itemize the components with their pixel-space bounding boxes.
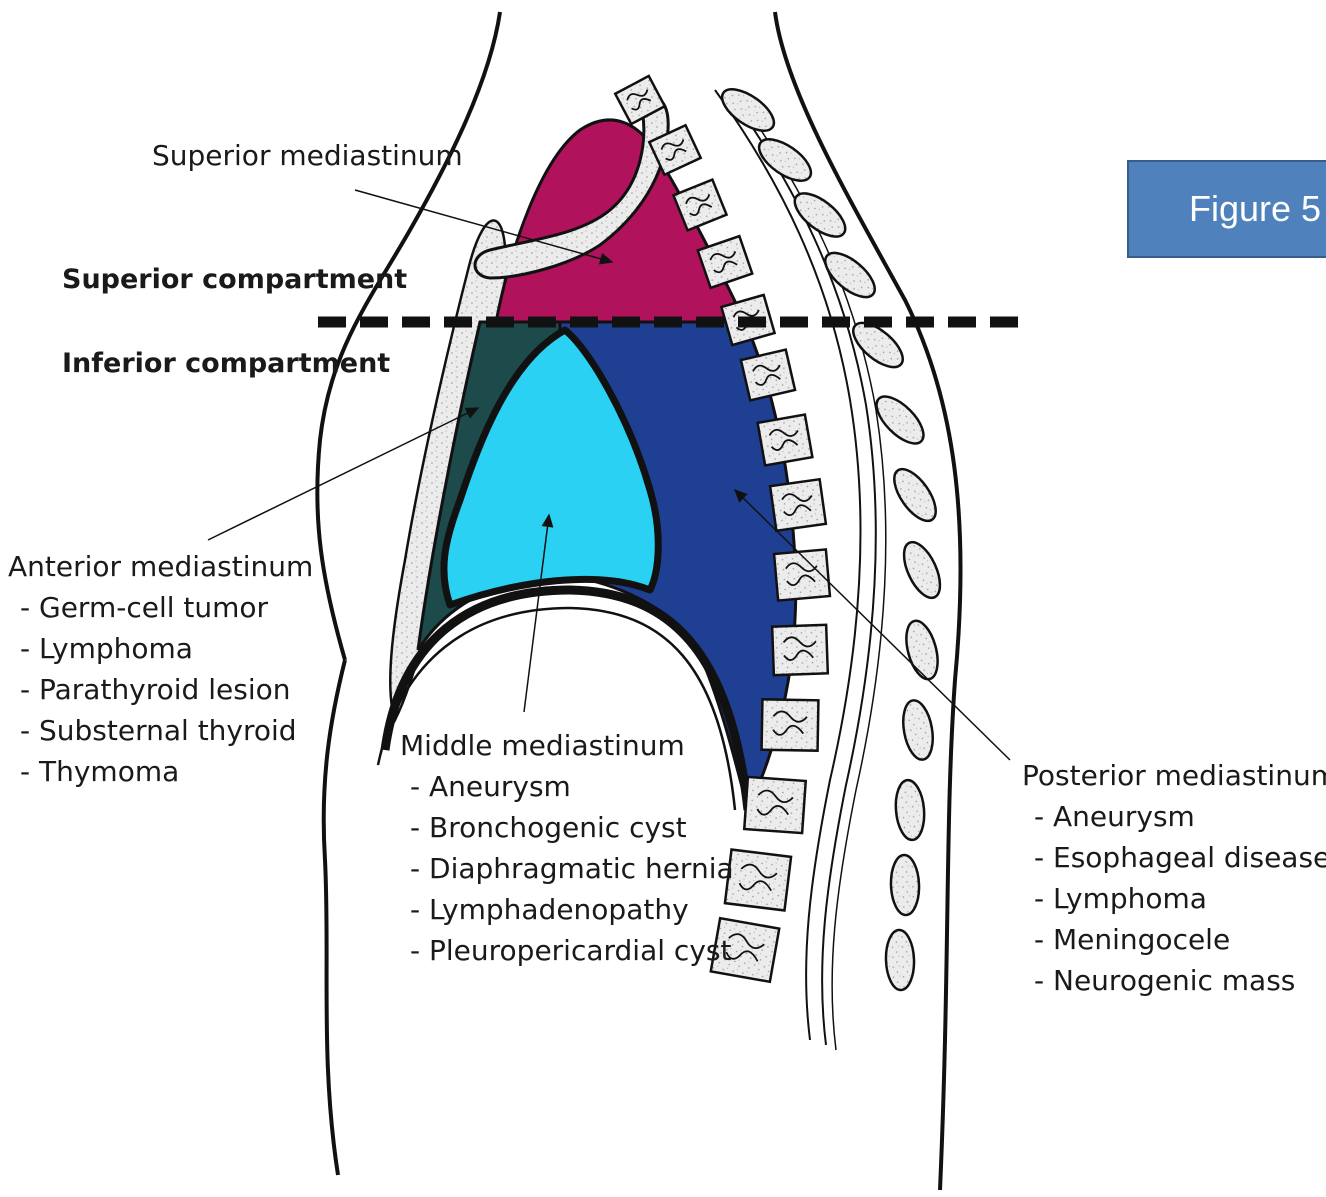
middle-list-item: - Aneurysm	[410, 770, 571, 803]
posterior-mediastinum-list: Posterior mediastinum - Aneurysm - Esophag…	[1022, 759, 1326, 997]
superior-compartment-label: Superior compartment	[62, 264, 407, 295]
figure-tag: Figure 5	[1127, 160, 1326, 258]
middle-mediastinum-title: Middle mediastinum	[400, 729, 685, 762]
middle-list-item: - Pleuropericardial cyst	[410, 934, 731, 967]
vertebra-body	[744, 777, 806, 833]
posterior-list-item: - Lymphoma	[1034, 882, 1207, 915]
vertebra-body	[725, 850, 791, 911]
middle-list-item: - Bronchogenic cyst	[410, 811, 687, 844]
vertebra-body	[772, 625, 828, 675]
middle-mediastinum-list: Middle mediastinum - Aneurysm - Bronchogen…	[400, 729, 734, 967]
anterior-mediastinum-list: Anterior mediastinum - Germ-cell tumor - L…	[8, 550, 313, 788]
vertebra-body	[770, 479, 826, 531]
superior-mediastinum-label: Superior mediastinum	[152, 139, 463, 172]
inferior-compartment-label: Inferior compartment	[62, 348, 390, 379]
anterior-mediastinum-title: Anterior mediastinum	[8, 550, 313, 583]
posterior-list-item: - Aneurysm	[1034, 800, 1195, 833]
posterior-list-item: - Neurogenic mass	[1034, 964, 1295, 997]
spinous-process	[897, 537, 948, 603]
middle-list-item: - Diaphragmatic hernia	[410, 852, 734, 885]
abdomen-outline	[324, 660, 345, 1175]
vertebra-body	[758, 415, 813, 466]
posterior-mediastinum-title: Posterior mediastinum	[1022, 759, 1326, 792]
middle-list-item: - Lymphadenopathy	[410, 893, 689, 926]
posterior-list-item: - Esophageal disease	[1034, 841, 1326, 874]
spinous-process	[893, 779, 926, 841]
anterior-list-item: - Germ-cell tumor	[20, 591, 269, 624]
anterior-list-item: - Parathyroid lesion	[20, 673, 290, 706]
spinous-process	[885, 930, 915, 991]
vertebra-body	[741, 350, 795, 401]
spinous-process	[899, 698, 937, 762]
vertebra-body	[762, 699, 819, 750]
spinous-process	[886, 462, 943, 527]
anterior-list-item: - Thymoma	[20, 755, 179, 788]
posterior-list-item: - Meningocele	[1034, 923, 1230, 956]
spinous-process	[715, 81, 780, 138]
anterior-list-item: - Substernal thyroid	[20, 714, 297, 747]
back-outline	[775, 12, 961, 1190]
spinous-process	[818, 245, 882, 305]
anterior-list-item: - Lymphoma	[20, 632, 193, 665]
spinous-process	[890, 855, 920, 916]
